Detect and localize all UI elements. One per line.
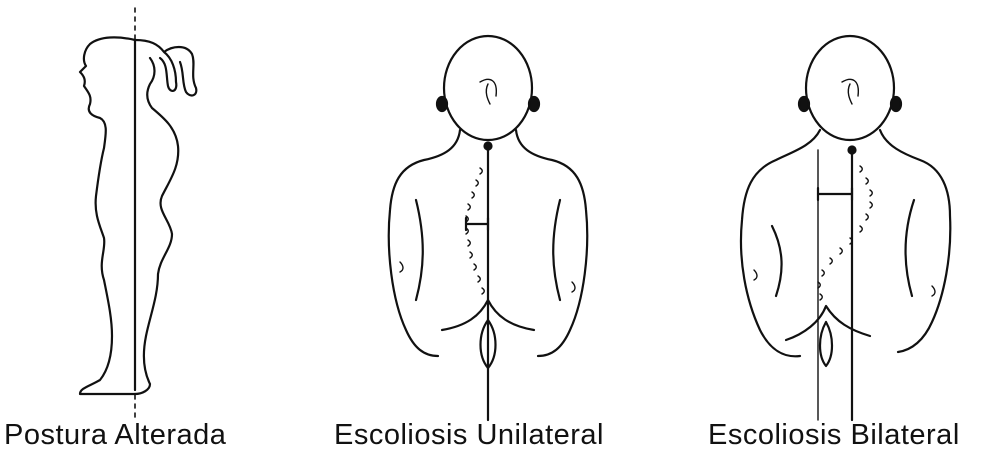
right-elbow-mark xyxy=(572,282,575,292)
front-profile-outline xyxy=(80,37,135,394)
figure-escoliosis-unilateral: Escoliosis Unilateral xyxy=(320,0,650,454)
head-outline xyxy=(806,36,894,140)
torso-outline xyxy=(741,130,950,356)
right-arm-inner xyxy=(906,200,915,296)
left-elbow-mark xyxy=(400,262,403,272)
ponytail-outline xyxy=(135,40,196,95)
left-arm-inner xyxy=(416,200,423,300)
caption-escoliosis-unilateral: Escoliosis Unilateral xyxy=(334,419,604,452)
left-arm-inner xyxy=(772,226,782,296)
back-profile-outline xyxy=(135,58,178,394)
s-curve-spine-marks xyxy=(818,166,872,300)
right-ear xyxy=(891,97,901,111)
hair-whorl xyxy=(842,79,858,104)
right-arm-inner xyxy=(553,200,560,300)
curved-spine-marks xyxy=(466,168,484,294)
left-elbow-mark xyxy=(754,270,757,280)
side-view-body-illustration xyxy=(0,0,300,454)
figure-escoliosis-bilateral: Escoliosis Bilateral xyxy=(680,0,1005,454)
left-ear xyxy=(799,97,809,111)
head-outline xyxy=(444,36,532,140)
reference-top-dot xyxy=(849,147,856,154)
right-elbow-mark xyxy=(932,286,935,296)
back-view-unilateral-illustration xyxy=(320,0,650,454)
reference-top-dot xyxy=(485,143,492,150)
figure-postura-alterada: Postura Alterada xyxy=(0,0,300,454)
left-ear xyxy=(437,97,447,111)
right-ear xyxy=(529,97,539,111)
back-view-bilateral-illustration xyxy=(680,0,1005,454)
caption-postura-alterada: Postura Alterada xyxy=(4,419,226,452)
caption-escoliosis-bilateral: Escoliosis Bilateral xyxy=(708,419,960,452)
hair-whorl xyxy=(480,79,496,104)
